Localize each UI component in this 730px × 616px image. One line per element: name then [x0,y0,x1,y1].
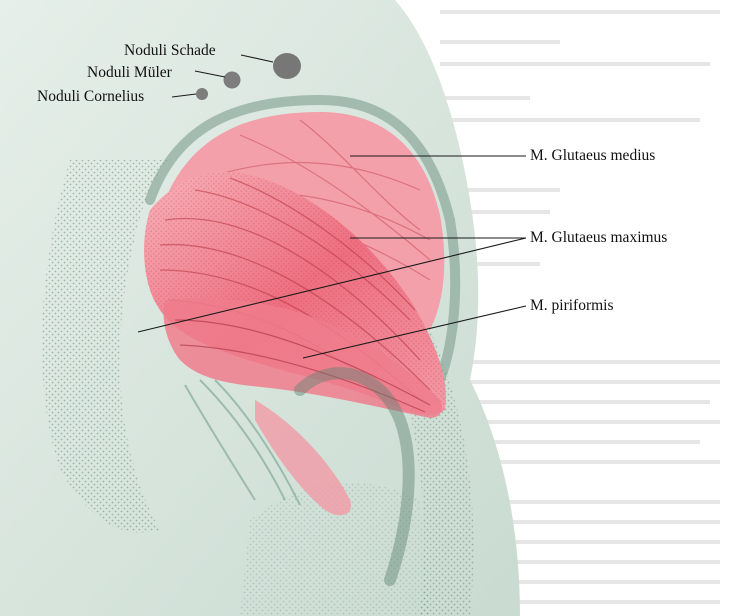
label-glutaeus-medius: M. Glutaeus medius [530,147,655,165]
label-noduli-schade: Noduli Schade [124,42,216,60]
nodule-muler [224,72,241,89]
label-noduli-cornelius: Noduli Cornelius [37,88,144,106]
label-glutaeus-maximus: M. Glutaeus maximus [530,229,667,247]
label-piriformis: M. piriformis [530,297,614,315]
nodule-cornelius [196,88,208,100]
nodule-schade [273,53,301,79]
label-noduli-muler: Noduli Müler [87,64,172,82]
